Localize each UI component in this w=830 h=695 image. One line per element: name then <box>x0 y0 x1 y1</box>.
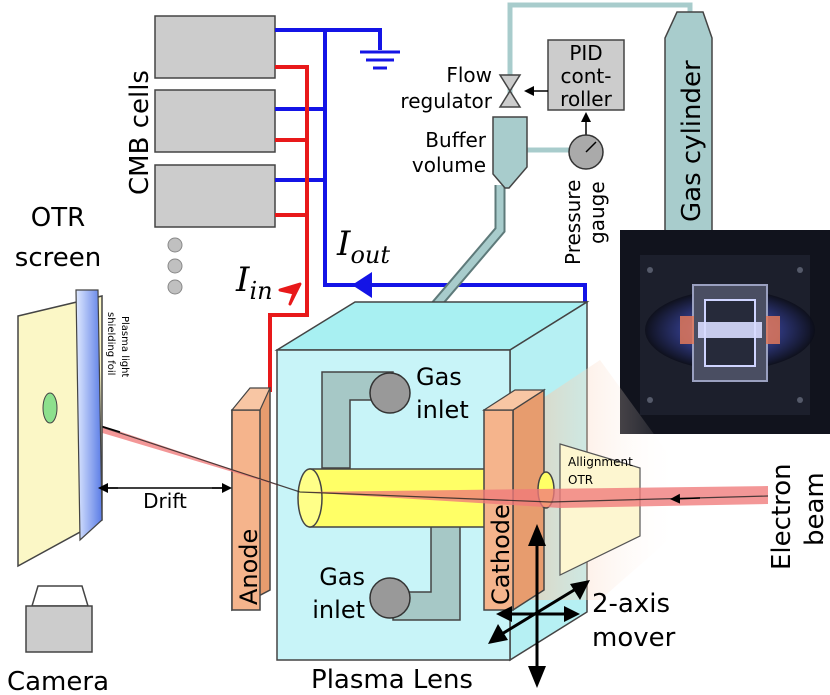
alignment-otr-label: Allignment <box>568 455 633 469</box>
anode-label: Anode <box>235 529 263 605</box>
flow-regulator-valve-icon <box>498 74 522 108</box>
current-out-arrow-icon <box>352 272 372 298</box>
two-axis-mover <box>488 524 590 688</box>
cmb-cells-label: CMB cells <box>125 70 155 195</box>
alignment-otr-label: OTR <box>568 473 593 487</box>
pid-controller-label: PID <box>569 41 602 65</box>
ellipsis-dot <box>167 237 183 253</box>
cmb-cell-2 <box>154 89 276 153</box>
cathode-label: Cathode <box>487 504 515 605</box>
electron-beam-label: Electron <box>767 463 797 570</box>
flow-regulator-label: Flow <box>446 63 492 87</box>
gas-inlet-bottom-label: inlet <box>312 596 365 624</box>
camera: Camera <box>7 585 109 695</box>
wire-in <box>268 65 309 392</box>
gas-feed-pipe <box>427 185 504 315</box>
cmb-cell-1 <box>154 15 276 79</box>
gas-system: Flow regulator PID cont- roller Buffer v… <box>400 2 713 316</box>
electron-beam-label: beam <box>800 472 830 546</box>
electron-beam: Electron beam <box>50 408 830 570</box>
otr-spot <box>42 392 58 424</box>
gas-feed-pipe <box>425 185 506 316</box>
cathode-electrode: Cathode <box>481 388 547 612</box>
ellipsis-dot <box>167 258 183 274</box>
buffer-volume <box>492 116 528 189</box>
gas-inlet-bottom-label: Gas <box>319 563 365 591</box>
drift-label: Drift <box>143 489 187 513</box>
gauge-needle <box>585 141 597 153</box>
plasma-lens-label: Plasma Lens <box>311 665 473 695</box>
pid-controller-label: cont- <box>561 64 612 88</box>
gas-inlet-top-icon <box>369 372 411 414</box>
camera-label: Camera <box>7 667 109 695</box>
pressure-gauge-label: gauge <box>585 181 609 244</box>
camera-lens-icon <box>30 585 90 607</box>
pid-controller-label: roller <box>560 87 612 111</box>
mover-label: 2-axis <box>592 589 670 619</box>
gas-inlet-top-label: Gas <box>416 363 462 391</box>
buffer-volume-label: volume <box>412 153 486 177</box>
anode-electrode: Anode <box>230 386 271 612</box>
current-in-arrow-icon <box>278 282 302 306</box>
cmb-cell-3 <box>154 164 276 228</box>
drift-indicator: Drift <box>98 483 232 513</box>
ellipsis-dot <box>167 279 183 295</box>
wire-out <box>275 28 382 50</box>
otr-screen-label: OTR <box>31 203 85 233</box>
gas-cylinder-label: Gas cylinder <box>677 60 707 222</box>
mover-label: mover <box>592 623 676 653</box>
pid-controller <box>547 39 625 111</box>
cmb-cells: CMB cells <box>125 15 276 295</box>
i-out-label: Iout <box>336 224 390 269</box>
camera-body-icon <box>25 605 93 653</box>
ground-icon <box>360 50 400 70</box>
foil-label: Plasma light <box>119 316 130 377</box>
gas-inlet-top-label: inlet <box>416 396 469 424</box>
foil-label: shielding foil <box>105 312 116 375</box>
flow-regulator-label: regulator <box>400 89 492 113</box>
i-in-label: Iin <box>235 260 273 305</box>
otr-screen-label: screen <box>15 243 101 273</box>
shielding-foil <box>75 289 103 542</box>
plasma-lens-photo <box>620 230 830 434</box>
buffer-volume-label: Buffer <box>425 128 486 152</box>
otr-screen-assembly: OTR screen Plasma light shielding foil <box>15 203 130 568</box>
gas-inlet-bottom-icon <box>369 577 411 619</box>
pressure-gauge-label: Pressure <box>561 180 585 265</box>
beam-direction-arrow <box>670 493 701 504</box>
